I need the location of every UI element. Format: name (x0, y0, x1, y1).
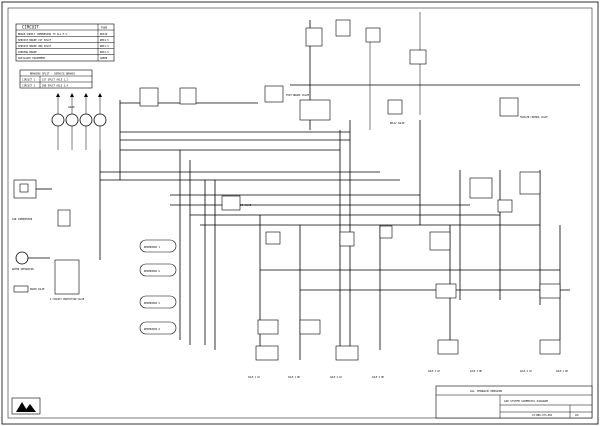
drawing-title: AIR SYSTEM SCHEMATIC DIAGRAM (504, 399, 548, 403)
drawing-number: AT-BRK-SYS-001 (532, 414, 553, 417)
reservoir-group: RESERVOIR 1 RESERVOIR 2 RESERVOIR 3 RESE… (139, 239, 177, 335)
legend-row-label: PARKING BRAKE (18, 51, 37, 54)
gauge-label: GAUGE (68, 106, 75, 109)
legend-row-tube: Ø8X1.5 (100, 45, 109, 48)
gauge-cluster: GAUGE (51, 93, 107, 150)
braking-row-value: 1ST SPLIT AXLE 1,2 (42, 79, 68, 82)
compressor-label: AIR COMPRESSOR (12, 218, 33, 221)
drain-label: DRAIN VALVE (30, 288, 45, 291)
four-circuit-label: 4 CIRCUIT PROTECTION VALVE (50, 298, 85, 301)
title-note: ALL TERRAIN VERSION (470, 389, 502, 393)
chamber-label: AXLE 1 RH (288, 376, 301, 379)
legend-title: CIRCUIT (22, 25, 39, 30)
water-sep-label: WATER SEPARATOR (12, 268, 34, 271)
legend-table: CIRCUIT TUBE BRAKE SUPPLY COMPRESSOR TO … (15, 23, 115, 62)
brake-chambers: AXLE 1 LH AXLE 1 RH AXLE 2 LH AXLE 2 RH … (248, 283, 569, 379)
braking-row-label: CIRCUIT 2 (22, 85, 36, 88)
chamber-label: AXLE 3 LH (428, 370, 441, 373)
right-valves (265, 171, 541, 251)
braking-split-table: BRAKING SPLIT - SERVICE BRAKES CIRCUIT 1… (19, 69, 93, 89)
legend-row-label: AUXILIARY EQUIPMENT (18, 57, 46, 60)
chamber-label: AXLE 2 RH (372, 376, 385, 379)
legend-row-label: SERVICE BRAKE 1ST SPLIT (18, 39, 52, 42)
tank-label: RESERVOIR 4 (144, 328, 160, 331)
relay-label: RELAY VALVE (390, 122, 405, 125)
top-valves: FOOT BRAKE VALVE RELAY VALVE TRAILER CON… (139, 19, 548, 211)
compressor-assembly: AIR COMPRESSOR WATER SEPARATOR DRAIN VAL… (12, 179, 85, 301)
braking-row-label: CIRCUIT 1 (22, 79, 36, 82)
hand-valve-label: HAND BRAKE VALVE (230, 204, 252, 207)
sheet-size: A3 (575, 413, 579, 417)
tank-label: RESERVOIR 2 (144, 270, 160, 273)
legend-row-label: BRAKE SUPPLY COMPRESSOR TO ALL P.V. (18, 33, 68, 36)
chamber-label: AXLE 4 LH (520, 370, 533, 373)
chamber-label: AXLE 3 RH (470, 370, 483, 373)
legend-row-tube: Ø6X10 (100, 33, 108, 36)
tank-label: RESERVOIR 1 (144, 246, 160, 249)
chamber-label: AXLE 1 LH (248, 376, 261, 379)
company-logo (11, 397, 41, 415)
trailer-label: TRAILER CONTROL VALVE (520, 116, 548, 119)
braking-row-value: 2ND SPLIT AXLE 3,4 (42, 85, 68, 88)
braking-title: BRAKING SPLIT - SERVICE BRAKES (30, 72, 76, 76)
chamber-label: AXLE 4 RH (556, 370, 569, 373)
chamber-label: AXLE 2 LH (330, 376, 343, 379)
legend-row-label: SERVICE BRAKE 2ND SPLIT (18, 45, 52, 48)
brake-valve-label: FOOT BRAKE VALVE (286, 94, 310, 97)
legend-header-tube: TUBE (101, 26, 108, 30)
inner-border (7, 7, 593, 419)
title-block: ALL TERRAIN VERSION AIR SYSTEM SCHEMATIC… (435, 385, 593, 419)
legend-row-tube: Ø6X1.5 (100, 51, 109, 54)
legend-row-tube: GREEN (100, 57, 108, 60)
tank-label: RESERVOIR 3 (144, 302, 160, 305)
legend-row-tube: Ø8X1.5 (100, 39, 109, 42)
